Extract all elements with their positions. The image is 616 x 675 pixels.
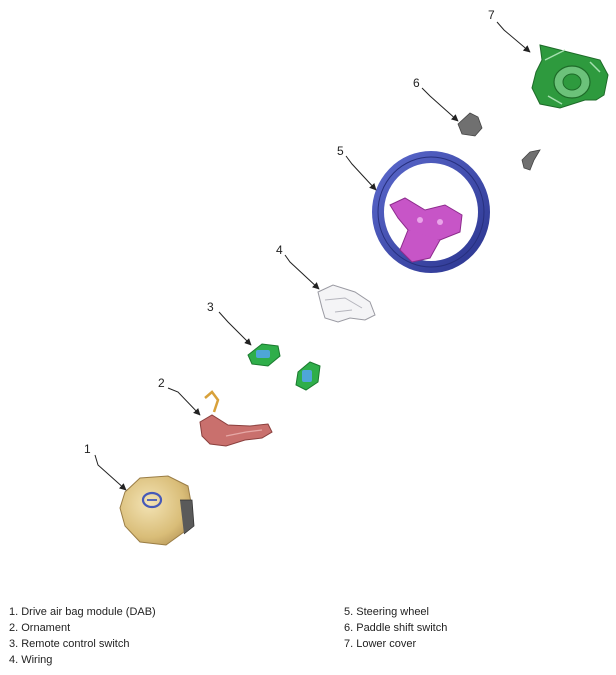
callout-number-5: 5	[337, 144, 344, 158]
remote-control-switch-part	[247, 343, 321, 391]
callout-leader-2	[167, 387, 201, 416]
legend-item-drive-air-bag-module: 1. Drive air bag module (DAB)	[9, 606, 156, 618]
callout-numbers: 1 2 3 4 5 6 7	[84, 8, 495, 456]
legend-item-lower-cover: 7. Lower cover	[344, 638, 417, 650]
legend-item-wiring: 4. Wiring	[9, 654, 53, 666]
callout-leaders	[94, 21, 531, 491]
callout-number-7: 7	[488, 8, 495, 22]
paddle-shift-switch-part	[457, 112, 541, 171]
callout-number-1: 1	[84, 442, 91, 456]
steering-wheel-part	[372, 151, 490, 273]
legend-right-column: 5. Steering wheel 6. Paddle shift switch…	[344, 604, 447, 652]
legend-item-remote-control-switch: 3. Remote control switch	[9, 638, 130, 650]
callout-number-6: 6	[413, 76, 420, 90]
lower-cover-part	[531, 44, 609, 109]
wiring-part	[317, 284, 376, 323]
callout-leader-4	[284, 254, 320, 290]
callout-leader-6	[421, 87, 459, 122]
callout-leader-7	[496, 21, 531, 53]
callout-leader-5	[345, 155, 377, 191]
drive-air-bag-module-part	[119, 475, 195, 546]
callout-leader-1	[94, 454, 127, 491]
legend-item-ornament: 2. Ornament	[9, 622, 71, 634]
legend-item-steering-wheel: 5. Steering wheel	[344, 606, 429, 618]
exploded-steering-wheel-diagram: 1 2 3 4 5 6 7	[84, 8, 609, 546]
ornament-part	[199, 390, 273, 447]
hyundai-logo-icon	[141, 491, 163, 509]
legend-item-paddle-shift-switch: 6. Paddle shift switch	[344, 622, 448, 634]
callout-number-3: 3	[207, 300, 214, 314]
callout-number-2: 2	[158, 376, 165, 390]
callout-number-4: 4	[276, 243, 283, 257]
legend-left-column: 1. Drive air bag module (DAB) 2. Ornamen…	[9, 604, 156, 668]
callout-leader-3	[218, 311, 252, 346]
